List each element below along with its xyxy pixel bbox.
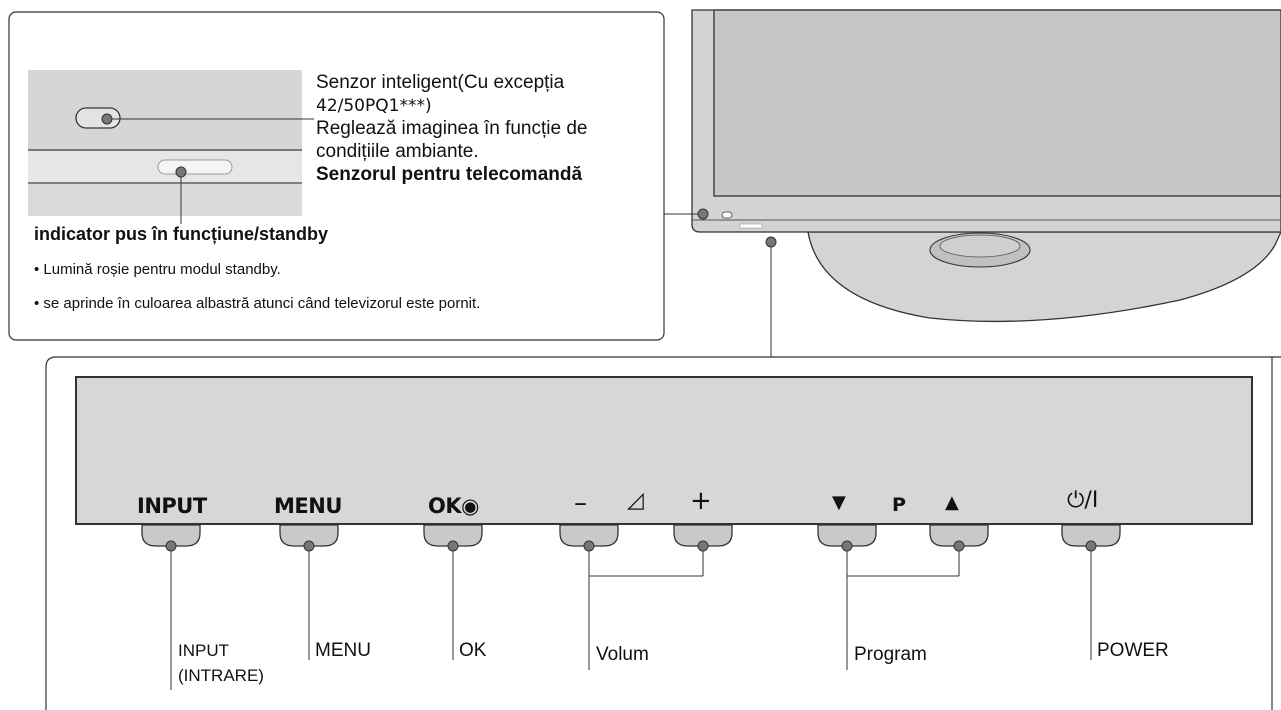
smart-sensor-title-line: Senzor inteligent(Cu excepția [316, 72, 564, 94]
ok-button[interactable]: OK◉ [428, 494, 479, 518]
smart-sensor-dot [101, 113, 113, 125]
indicator-dot [175, 166, 187, 178]
input-button[interactable]: INPUT [137, 494, 207, 518]
tv-screen [713, 9, 1281, 197]
callout-input: INPUT [178, 641, 229, 660]
smart-sensor-except: Cu excepția [463, 72, 565, 93]
smart-sensor-models: 42/50PQ1***) [316, 96, 432, 116]
callout-menu: MENU [315, 640, 371, 661]
smart-sensor-desc-2: condițiile ambiante. [316, 141, 479, 162]
indicator-window [157, 159, 233, 175]
tv-control-dot [765, 236, 777, 248]
callout-input-sub: (INTRARE) [178, 666, 264, 685]
volume-icon: ◿ [627, 488, 644, 513]
smart-sensor-desc-1: Reglează imaginea în funcție de [316, 118, 588, 139]
volume-up-button[interactable]: + [690, 486, 712, 516]
button-tabs [141, 524, 1121, 547]
sensor-closeup-image [28, 70, 302, 216]
smart-sensor-window [75, 107, 121, 129]
tv-stand [807, 231, 1281, 323]
callout-power: POWER [1097, 640, 1169, 661]
indicator-bullet-2: • se aprinde în culoarea albastră atunci… [34, 295, 481, 312]
button-leaders [165, 540, 1097, 690]
volume-down-button[interactable]: – [574, 488, 587, 518]
callout-volume: Volum [596, 644, 649, 665]
program-down-button[interactable]: ▼ [832, 492, 846, 513]
indicator-title: indicator pus în funcțiune/standby [34, 224, 329, 244]
program-label: P [892, 494, 906, 516]
callout-program: Program [854, 644, 927, 665]
program-up-button[interactable]: ▲ [945, 492, 959, 513]
tv-illustration [691, 9, 1281, 323]
smart-sensor-title: Senzor inteligent( [316, 72, 464, 93]
control-callout-box [45, 356, 1281, 710]
menu-button[interactable]: MENU [274, 494, 342, 518]
indicator-bullet-1: • Lumină roșie pentru modul standby. [34, 261, 281, 278]
remote-sensor-label: Senzorul pentru telecomandă [316, 164, 583, 185]
power-button[interactable]: ⏻/I [1067, 488, 1099, 513]
control-panel-face [75, 376, 1253, 525]
callout-ok: OK [459, 640, 487, 661]
